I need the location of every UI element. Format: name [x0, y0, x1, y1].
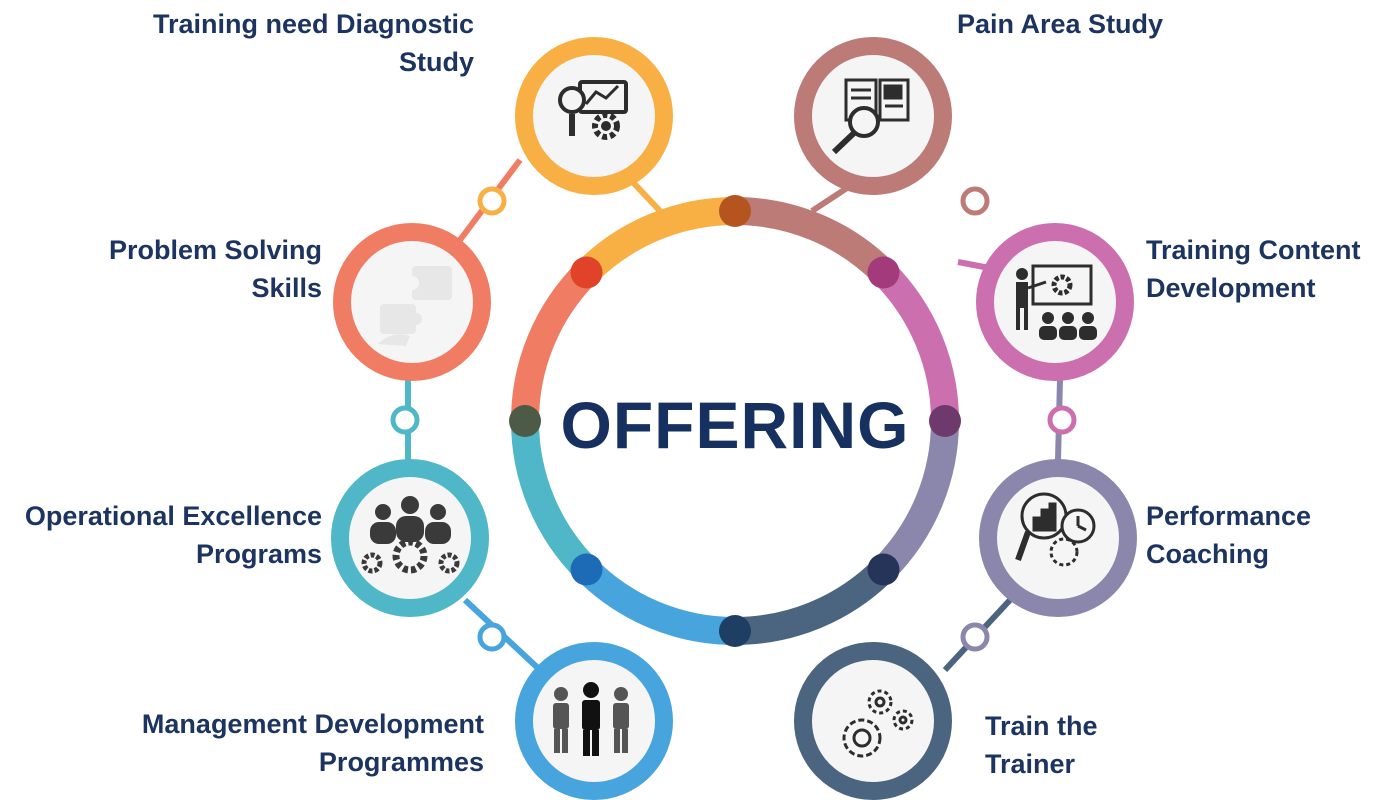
label-line: Programmes [318, 747, 484, 777]
small-ring-training-need [477, 186, 507, 216]
ring-dot-bottom [719, 615, 751, 647]
label-content-dev: Training Content Development [1146, 231, 1360, 307]
ring-arc-problem-solving [511, 262, 597, 422]
circle-content-dev [976, 223, 1134, 381]
label-pain-area: Pain Area Study [957, 5, 1163, 43]
label-line: Management Development [141, 709, 484, 739]
business-team-icon [553, 682, 629, 756]
puzzle-hands-icon [378, 266, 452, 346]
label-line: Skills [251, 273, 322, 303]
label-line: Train the [985, 711, 1098, 741]
circle-performance [979, 459, 1137, 617]
ring-arc-performance [873, 420, 959, 580]
ring-dot-bottom-right [867, 553, 900, 586]
label-line: Training Content [1146, 235, 1361, 265]
ring-arc-operational [511, 420, 597, 580]
label-line: Development [1146, 273, 1316, 303]
label-train-trainer: Train the Trainer [985, 707, 1098, 783]
presenter-audience-icon [1016, 264, 1097, 340]
circle-training-need [515, 37, 673, 195]
label-line: Trainer [985, 749, 1076, 779]
diagnostic-magnifier-gear-icon [558, 80, 628, 140]
small-ring-pain-area [960, 186, 990, 216]
ring-arc-management [576, 559, 736, 645]
ring-dot-right [929, 405, 961, 437]
team-gears-icon [361, 496, 460, 574]
ring-dot-top [719, 195, 751, 227]
circle-problem-solving [333, 223, 491, 381]
document-magnifier-icon [831, 78, 910, 155]
small-ring-performance [960, 622, 990, 652]
label-performance: Performance Coaching [1146, 497, 1311, 573]
circle-train-trainer [794, 642, 952, 800]
label-management: Management Development Programmes [142, 705, 484, 781]
ring-arc-train-trainer [734, 559, 894, 645]
label-line: Coaching [1146, 539, 1270, 569]
ring-dot-top-right [867, 256, 900, 289]
label-line: Training need Diagnostic [152, 9, 474, 39]
ring-dots [509, 195, 961, 647]
label-line: Programs [195, 539, 322, 569]
ring-arc-pain-area [734, 197, 894, 283]
small-ring-operational [390, 405, 420, 435]
label-line: Operational Excellence [24, 501, 322, 531]
ring-arc-content-dev [873, 262, 959, 422]
ring-dot-bottom-left [570, 553, 603, 586]
label-line: Performance [1146, 501, 1312, 531]
gears-icon [842, 689, 914, 758]
center-title: OFFERING [560, 388, 910, 462]
label-training-need: Training need Diagnostic Study [153, 5, 474, 81]
small-ring-content-dev [1047, 405, 1077, 435]
ring-dot-top-left [570, 256, 603, 289]
label-line: Problem Solving [108, 235, 322, 265]
ring-arc-training-need [576, 197, 736, 283]
label-operational: Operational Excellence Programs [25, 497, 322, 573]
ring-dot-left [509, 405, 541, 437]
label-line: Study [398, 47, 474, 77]
label-line: Pain Area Study [957, 9, 1164, 39]
center-ring [511, 197, 959, 645]
label-problem-solving: Problem Solving Skills [109, 231, 322, 307]
small-ring-management [477, 622, 507, 652]
connector-rings [390, 186, 1077, 652]
chart-clock-magnifier-icon [1015, 492, 1096, 567]
